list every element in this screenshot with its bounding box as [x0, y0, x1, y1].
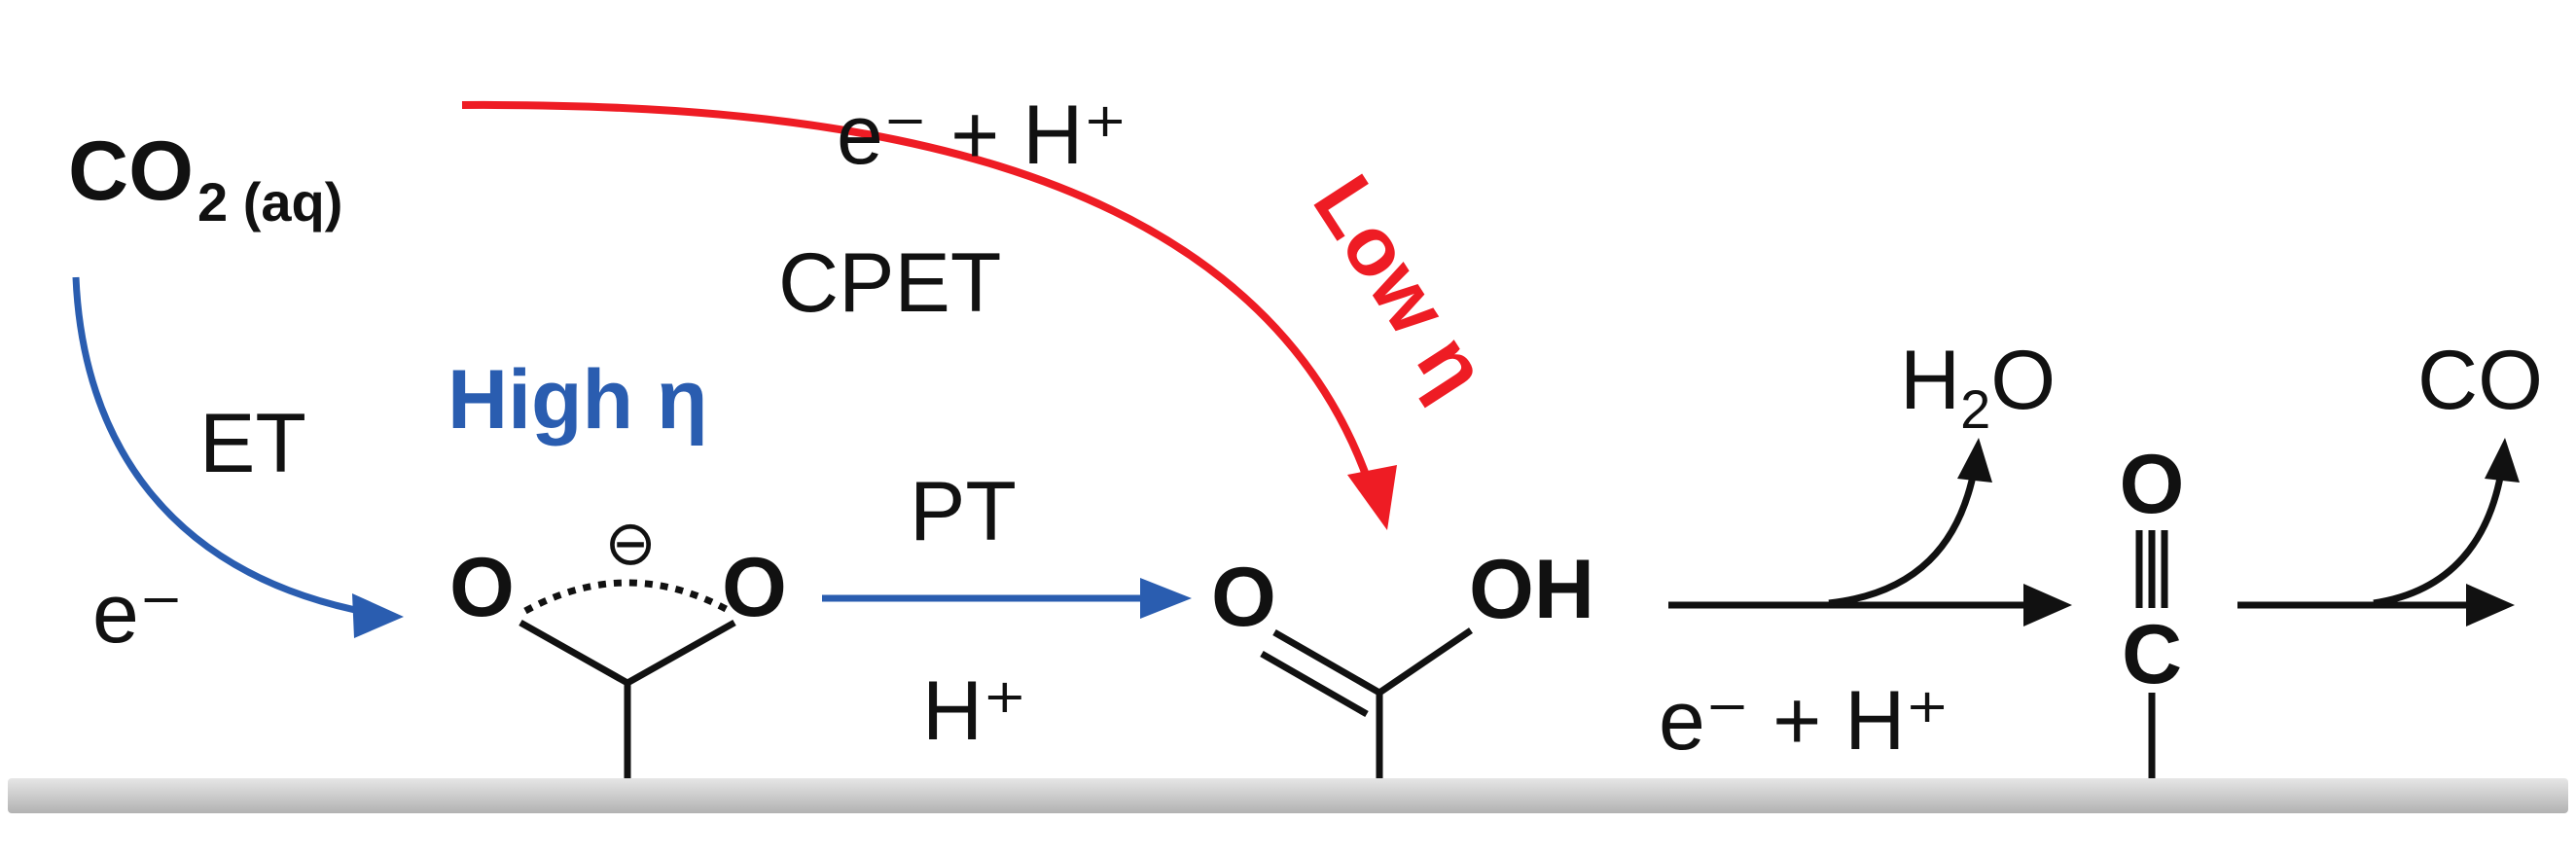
h2o-byproduct-label: H2O — [1900, 334, 2056, 440]
reactant-co2: CO2 (aq) — [68, 125, 342, 233]
cooh-oxygen: O — [1211, 551, 1276, 644]
h2o-release-arrow — [1828, 466, 1979, 607]
co2-anion-intermediate: O O ⊖ — [449, 508, 787, 778]
et-arrow — [72, 276, 371, 617]
et-arrowhead — [352, 593, 404, 638]
anion-right-oxygen: O — [722, 541, 787, 634]
pt-step-label: PT — [910, 465, 1017, 558]
et-step-label: ET — [199, 397, 306, 490]
co-desorption-arrow — [2373, 466, 2506, 607]
h2o-release-arrowhead — [1957, 438, 1992, 483]
co-product-label: CO — [2417, 334, 2543, 427]
anion-left-oxygen: O — [449, 541, 515, 634]
anion-left-bond — [519, 619, 629, 687]
et-reagent-label: e⁻ — [92, 567, 183, 661]
cooh-double-bond-a — [1272, 628, 1381, 697]
co-adsorbed-intermediate: O C — [2120, 438, 2185, 778]
anion-delocalized-bond — [523, 579, 732, 615]
co-release-arrowhead — [2466, 584, 2515, 626]
co-carbon: C — [2122, 608, 2182, 701]
high-overpotential-label: High η — [447, 353, 708, 447]
anion-right-bond — [626, 619, 736, 687]
cooh-single-bond — [1377, 627, 1473, 696]
step3-reagents-label: e⁻ + H⁺ — [1659, 674, 1950, 768]
pt-reagent-label: H⁺ — [922, 664, 1027, 758]
cpet-step-label: CPET — [778, 236, 1001, 330]
electrode-surface — [8, 778, 2568, 813]
cooh-double-bond-b — [1260, 650, 1369, 718]
co-desorption-arrowhead — [2485, 438, 2520, 483]
step3-arrowhead — [2023, 584, 2072, 626]
anion-charge-symbol: ⊖ — [604, 508, 657, 578]
cpet-arrow — [461, 100, 1376, 493]
cooh-hydroxyl: OH — [1469, 543, 1594, 636]
cooh-intermediate: O OH — [1211, 543, 1594, 778]
low-overpotential-label: Low η — [1295, 160, 1505, 413]
co-oxygen: O — [2120, 438, 2185, 531]
cpet-arrowhead — [1347, 465, 1397, 530]
pt-arrowhead — [1140, 578, 1192, 619]
cpet-reagents-label: e⁻ + H⁺ — [837, 89, 1127, 182]
